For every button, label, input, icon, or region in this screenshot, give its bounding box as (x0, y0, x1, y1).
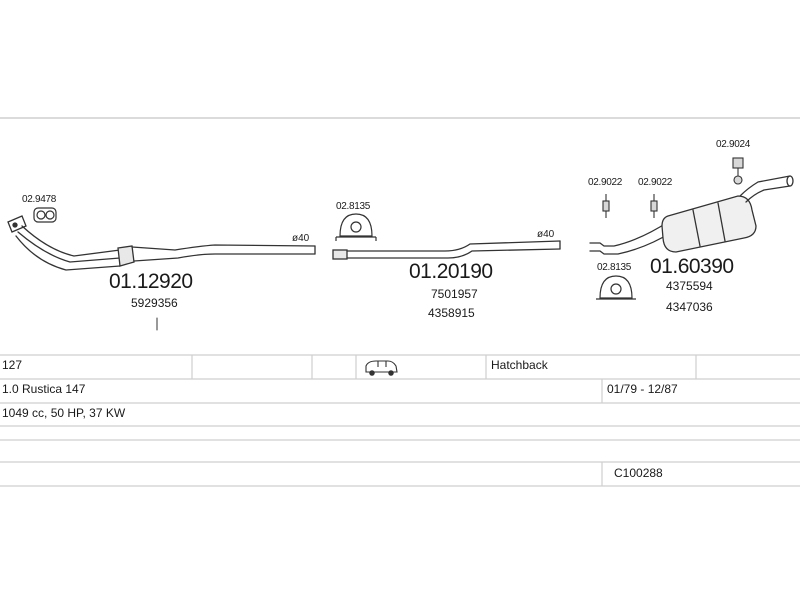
production-years: 01/79 - 12/87 (607, 382, 678, 396)
mount-02-9022-a-drawing (602, 194, 610, 218)
part-number: 01.12920 (109, 270, 193, 293)
accessory-label: 02.9478 (22, 194, 57, 205)
body-type: Hatchback (491, 358, 548, 372)
accessory-label: 02.8135 (336, 201, 371, 212)
centre-pipe-drawing (332, 240, 561, 260)
mount-02-9022-b-drawing (650, 194, 658, 218)
pipe-diameter-label: ø40 (537, 229, 555, 240)
accessory-label: 02.9022 (638, 177, 673, 188)
oe-number: 5929356 (131, 296, 178, 310)
front-pipe-drawing (7, 215, 316, 331)
hanger-02-9024-drawing (732, 157, 744, 185)
system-code: C100288 (614, 466, 663, 480)
car-icon (365, 360, 398, 376)
part-number: 01.20190 (409, 260, 493, 283)
vehicle-model: 127 (2, 358, 23, 372)
clamp-02-8135-drawing (335, 213, 377, 241)
accessory-label: 02.9024 (716, 139, 751, 150)
oe-number: 4358915 (428, 306, 475, 320)
pipe-diameter-label: ø40 (292, 233, 310, 244)
accessory-label: 02.9022 (588, 177, 623, 188)
vehicle-variant: 1.0 Rustica 147 (2, 382, 86, 396)
engine-spec: 1049 cc, 50 HP, 37 KW (2, 406, 126, 420)
accessory-label: 02.8135 (597, 262, 632, 273)
exhaust-diagram (0, 117, 800, 331)
oe-number: 4347036 (666, 300, 713, 314)
gasket-02-9478-drawing (33, 207, 57, 223)
oe-number: 4375594 (666, 279, 713, 293)
oe-number: 7501957 (431, 287, 478, 301)
clamp-02-8135-rear-drawing (596, 275, 636, 300)
part-number: 01.60390 (650, 255, 734, 278)
rear-silencer-drawing (589, 175, 794, 255)
